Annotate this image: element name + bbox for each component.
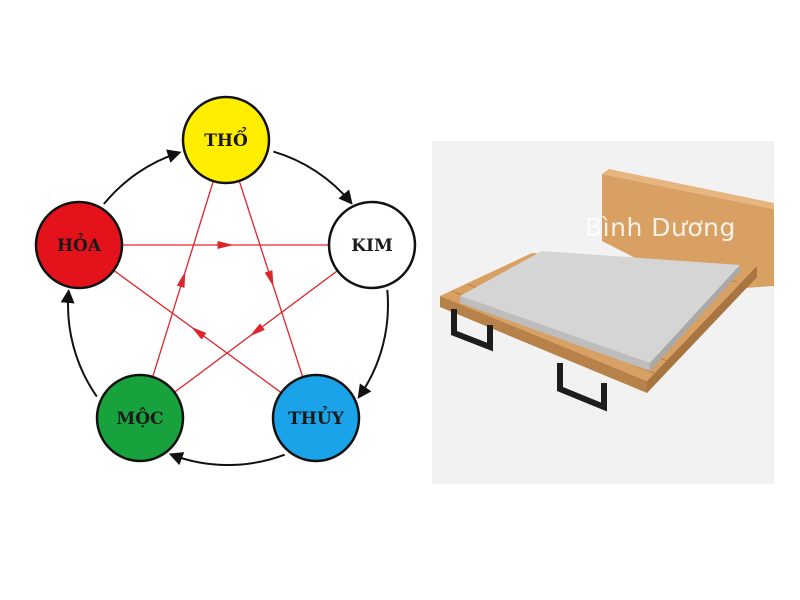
element-node-moc: MỘC — [95, 373, 185, 463]
element-circle-moc — [95, 373, 185, 463]
bed-mattress-side — [650, 265, 740, 371]
bed-leg-left — [451, 309, 493, 352]
element-circle-kim — [327, 200, 417, 290]
generating-cycle — [60, 149, 389, 466]
star-arrow-tho-to-thuy — [264, 270, 274, 287]
element-label-hoa: HỎA — [57, 233, 102, 256]
watermark-text: Bình Dương — [585, 213, 736, 242]
element-nodes: THỔ KIM THỦY MỘC HỎA — [34, 95, 417, 463]
overcoming-star — [78, 139, 373, 419]
element-label-kim: KIM — [351, 236, 393, 256]
element-label-moc: MỘC — [116, 408, 163, 429]
bed-illustration — [440, 169, 774, 412]
element-node-tho: THỔ — [181, 95, 271, 185]
element-node-kim: KIM — [327, 200, 417, 290]
cycle-arrow-kim-to-thuy — [357, 289, 389, 399]
cycle-arrow-moc-to-hoa — [60, 288, 98, 398]
cycle-arrow-hoa-to-tho — [103, 149, 182, 205]
five-elements-diagram: THỔ KIM THỦY MỘC HỎA — [34, 95, 417, 466]
element-label-thuy: THỦY — [288, 406, 345, 429]
star-arrow-hoa-to-kim — [217, 241, 234, 249]
bed-headboard-edge — [602, 169, 774, 209]
bed-leg-front — [557, 363, 607, 412]
bed-illustration-panel — [432, 141, 774, 484]
star-arrow-kim-to-moc — [249, 323, 265, 337]
element-node-hoa: HỎA — [34, 200, 124, 290]
element-label-tho: THỔ — [204, 126, 248, 151]
bed-frame-right-side — [647, 266, 757, 393]
cycle-arrow-thuy-to-moc — [168, 452, 285, 466]
element-circle-tho — [181, 95, 271, 185]
element-node-thuy: THỦY — [271, 373, 361, 463]
star-arrow-thuy-to-hoa — [191, 326, 207, 340]
bed-frame-front — [440, 296, 647, 393]
star-arrow-moc-to-tho — [176, 271, 186, 288]
bed-mattress-top — [460, 251, 740, 363]
element-circle-hoa — [34, 200, 124, 290]
bed-mattress-front — [460, 296, 650, 371]
cycle-arrow-tho-to-kim — [273, 150, 353, 205]
element-circle-thuy — [271, 373, 361, 463]
